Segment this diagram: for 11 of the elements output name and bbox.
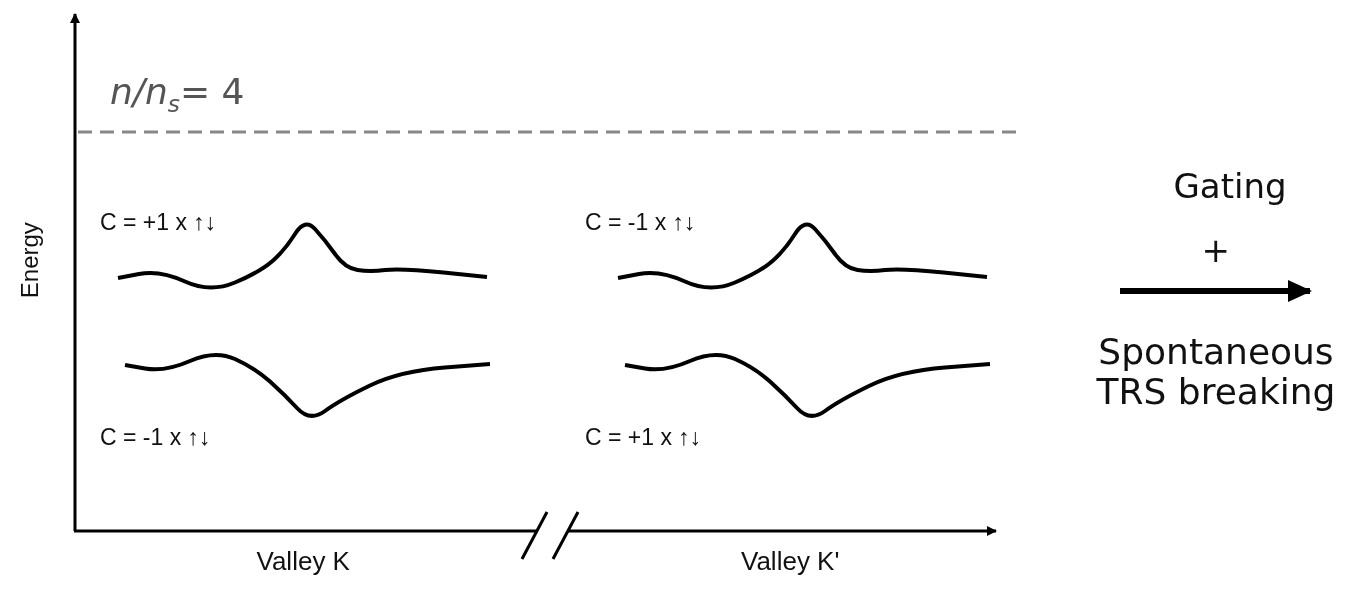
process-label: Spontaneous TRS breaking — [1095, 332, 1337, 412]
chern-number-label: C = +1 x ↑↓ — [585, 425, 702, 451]
chern-number-label: C = -1 x ↑↓ — [585, 210, 696, 236]
filling-label: n/n$_{s}$= 4 — [110, 72, 245, 118]
axis-label: Energy — [16, 222, 44, 299]
process-label: + — [1201, 232, 1230, 270]
chern-number-label: C = -1 x ↑↓ — [100, 425, 211, 451]
process-label: Gating — [1173, 168, 1287, 206]
axis-label: Valley K' — [741, 547, 840, 576]
chern-number-label: C = +1 x ↑↓ — [100, 210, 217, 236]
axis-label: Valley K — [256, 547, 350, 576]
